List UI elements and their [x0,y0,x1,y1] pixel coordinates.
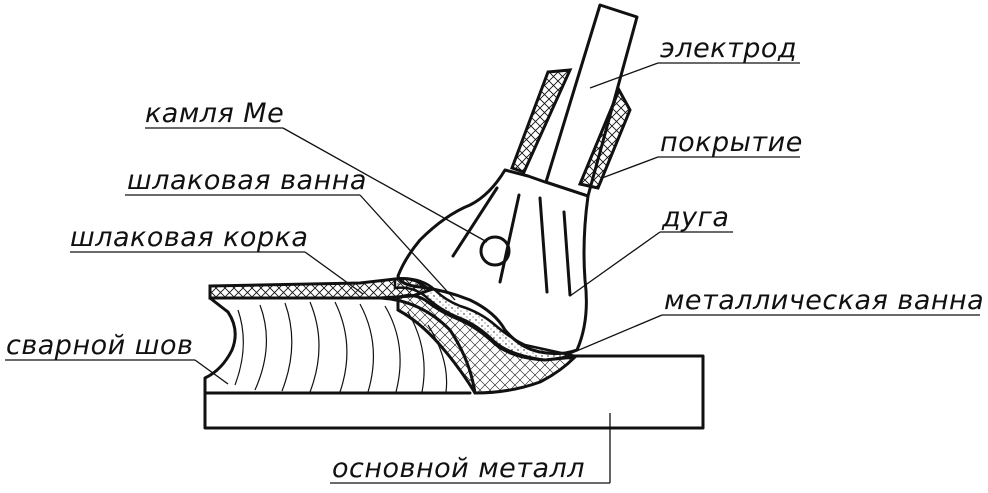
arc [396,168,590,356]
weld-seam-label: сварной шов [6,330,193,361]
electrode-label: электрод [660,33,797,64]
base-metal-plate [203,286,705,430]
metal-pool-label: металлическая ванна [664,285,984,316]
electrode-coating [510,68,632,190]
metal-droplet-icon [479,235,511,267]
slag-pool-label: шлаковая ванна [127,165,367,196]
metal-pool [396,293,580,395]
slag-crust-label: шлаковая корка [70,222,308,253]
base-metal-label: основной металл [332,453,585,484]
metal-droplet-label: камля Ме [145,98,284,129]
leader-lines [5,62,980,484]
coating-label: покрытие [660,127,803,158]
arc-label: дуга [661,202,729,233]
